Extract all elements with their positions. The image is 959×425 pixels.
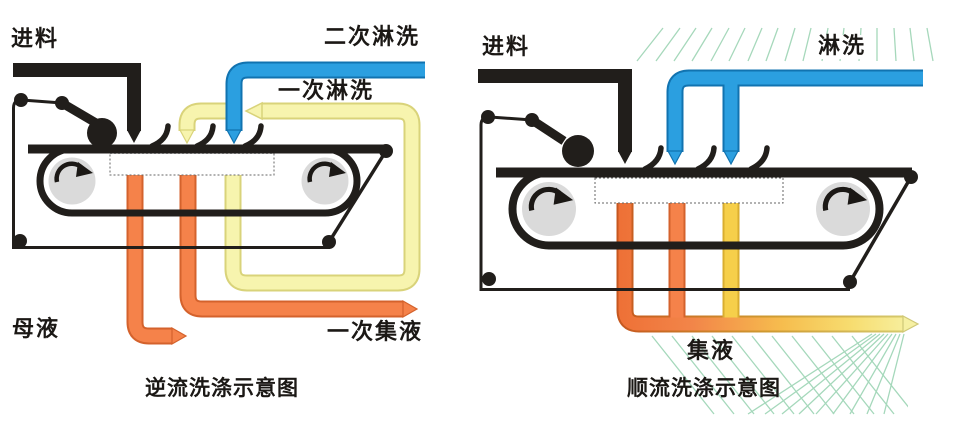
deflector-hook xyxy=(194,123,216,149)
deflector-hook xyxy=(242,123,264,149)
roller-dot xyxy=(13,234,27,248)
rinse-pipe xyxy=(666,69,923,166)
hatch-lines xyxy=(636,27,934,62)
nozzle-fill xyxy=(180,104,241,131)
roller-dot xyxy=(55,96,69,110)
roller-dot xyxy=(322,235,336,249)
pipe xyxy=(13,63,141,131)
pipe-fill xyxy=(227,63,425,131)
pipe xyxy=(478,69,632,152)
spray-hatch-bottom xyxy=(651,333,908,415)
primary-rinse-pipe-loop xyxy=(178,101,421,292)
belt-filter-machine xyxy=(479,110,918,291)
pipe-border xyxy=(666,69,923,152)
roller-dot xyxy=(379,144,393,158)
nozzle-tip xyxy=(225,129,243,145)
label-primary-collection: 一次集液 xyxy=(327,320,424,345)
roller-dot xyxy=(904,170,918,184)
feed-drum xyxy=(562,135,594,167)
pipe-fill xyxy=(668,71,923,152)
belt-loop xyxy=(508,168,884,250)
spray-hatch-top xyxy=(636,27,934,62)
arrow-tip xyxy=(902,315,920,333)
roller-dot xyxy=(14,93,28,107)
belt-diagonal xyxy=(848,176,913,283)
pipe-fill xyxy=(226,104,419,290)
hatch-lines-back xyxy=(651,335,908,415)
pipe-fill xyxy=(618,203,903,331)
arrow-tip xyxy=(171,326,188,346)
caption-co-current: 顺流洗涤示意图 xyxy=(627,376,781,400)
nozzle-tip xyxy=(127,130,141,143)
nozzle-tip xyxy=(618,151,632,164)
caption-counter-current: 逆流洗涤示意图 xyxy=(145,376,299,400)
nozzle-tip xyxy=(722,150,740,166)
hatch-lines-cross xyxy=(747,333,905,415)
nozzle-tip xyxy=(178,129,196,145)
roller-dot xyxy=(482,272,496,286)
nozzle-tip xyxy=(666,150,684,166)
vacuum-box xyxy=(594,177,784,204)
left-arrow-tip xyxy=(244,101,263,121)
label-feed-right: 进料 xyxy=(482,35,531,60)
belt-diagonal xyxy=(327,150,388,243)
label-feed-left: 进料 xyxy=(11,27,60,52)
roller-dot xyxy=(481,110,495,124)
spray-deflectors xyxy=(642,145,770,172)
deflector-hook xyxy=(748,145,770,172)
deflector-hook xyxy=(642,145,664,172)
roller-dot xyxy=(525,113,539,127)
belt-filter-machine xyxy=(12,93,393,249)
label-rinse: 淋洗 xyxy=(815,35,870,59)
belt-loop xyxy=(36,145,361,217)
feed-pipe xyxy=(13,63,141,143)
spray-deflectors xyxy=(149,123,264,149)
deflector-hook xyxy=(695,145,717,172)
label-secondary-rinse: 二次淋洗 xyxy=(324,25,421,50)
pipe-fill xyxy=(181,175,403,316)
secondary-rinse-pipe xyxy=(225,61,425,145)
label-primary-rinse: 一次淋洗 xyxy=(278,79,375,104)
guide-roller-dots xyxy=(481,110,918,289)
feed-pipe xyxy=(478,69,632,164)
label-collection: 集液 xyxy=(687,339,736,364)
roller-dot xyxy=(843,275,857,289)
pipe-fill xyxy=(128,175,172,343)
deflector-hook xyxy=(149,123,171,149)
guide-roller-dots xyxy=(13,93,393,249)
right-machine-diagram xyxy=(478,27,934,415)
collection-pipes xyxy=(616,203,920,333)
arrow-tip xyxy=(402,299,419,319)
label-mother-liquor: 母液 xyxy=(12,317,61,342)
feed-drum xyxy=(87,118,117,148)
mother-liquor-pipe xyxy=(126,175,188,346)
vacuum-box xyxy=(109,153,275,176)
left-machine-diagram xyxy=(12,61,425,346)
primary-collection-pipe xyxy=(179,175,419,319)
